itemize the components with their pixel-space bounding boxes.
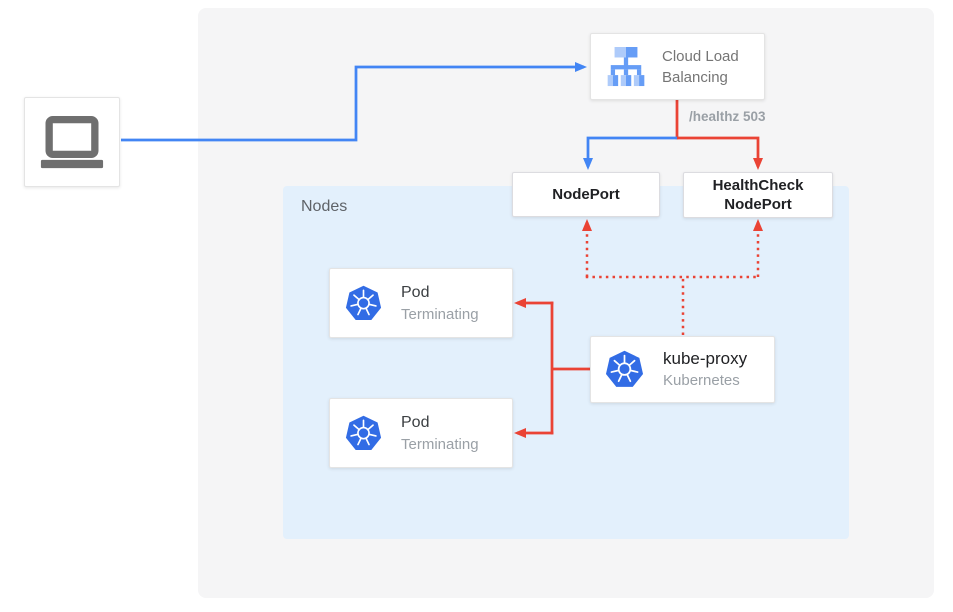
- load-balancer-icon: [603, 47, 649, 87]
- healthcheck-nodeport-label: HealthCheck NodePort: [712, 177, 804, 213]
- client-laptop-node: [24, 97, 120, 187]
- healthcheck-nodeport-node: HealthCheck NodePort: [683, 172, 833, 218]
- pod-title: Pod: [401, 413, 430, 431]
- cloud-load-balancing-node: Cloud Load Balancing: [590, 33, 765, 100]
- pod-node-2: Pod Terminating: [329, 398, 513, 468]
- pod-node-1: Pod Terminating: [329, 268, 513, 338]
- pod-status: Terminating: [401, 435, 479, 453]
- kube-proxy-subtitle: Kubernetes: [663, 372, 740, 389]
- pod-status: Terminating: [401, 305, 479, 323]
- nodeport-node: NodePort: [512, 172, 660, 217]
- pod-title: Pod: [401, 283, 430, 301]
- kubernetes-icon: [345, 415, 382, 452]
- healthz-status-label: /healthz 503: [689, 109, 766, 124]
- nodes-group-label: Nodes: [301, 198, 348, 215]
- kube-proxy-title: kube-proxy: [663, 349, 748, 368]
- kubernetes-icon: [605, 350, 644, 389]
- kube-proxy-node: kube-proxy Kubernetes: [590, 336, 775, 403]
- kubernetes-icon: [345, 285, 382, 322]
- laptop-icon: [39, 116, 105, 169]
- nodeport-label: NodePort: [552, 186, 620, 203]
- cloud-load-balancing-label: Cloud Load Balancing: [662, 47, 739, 86]
